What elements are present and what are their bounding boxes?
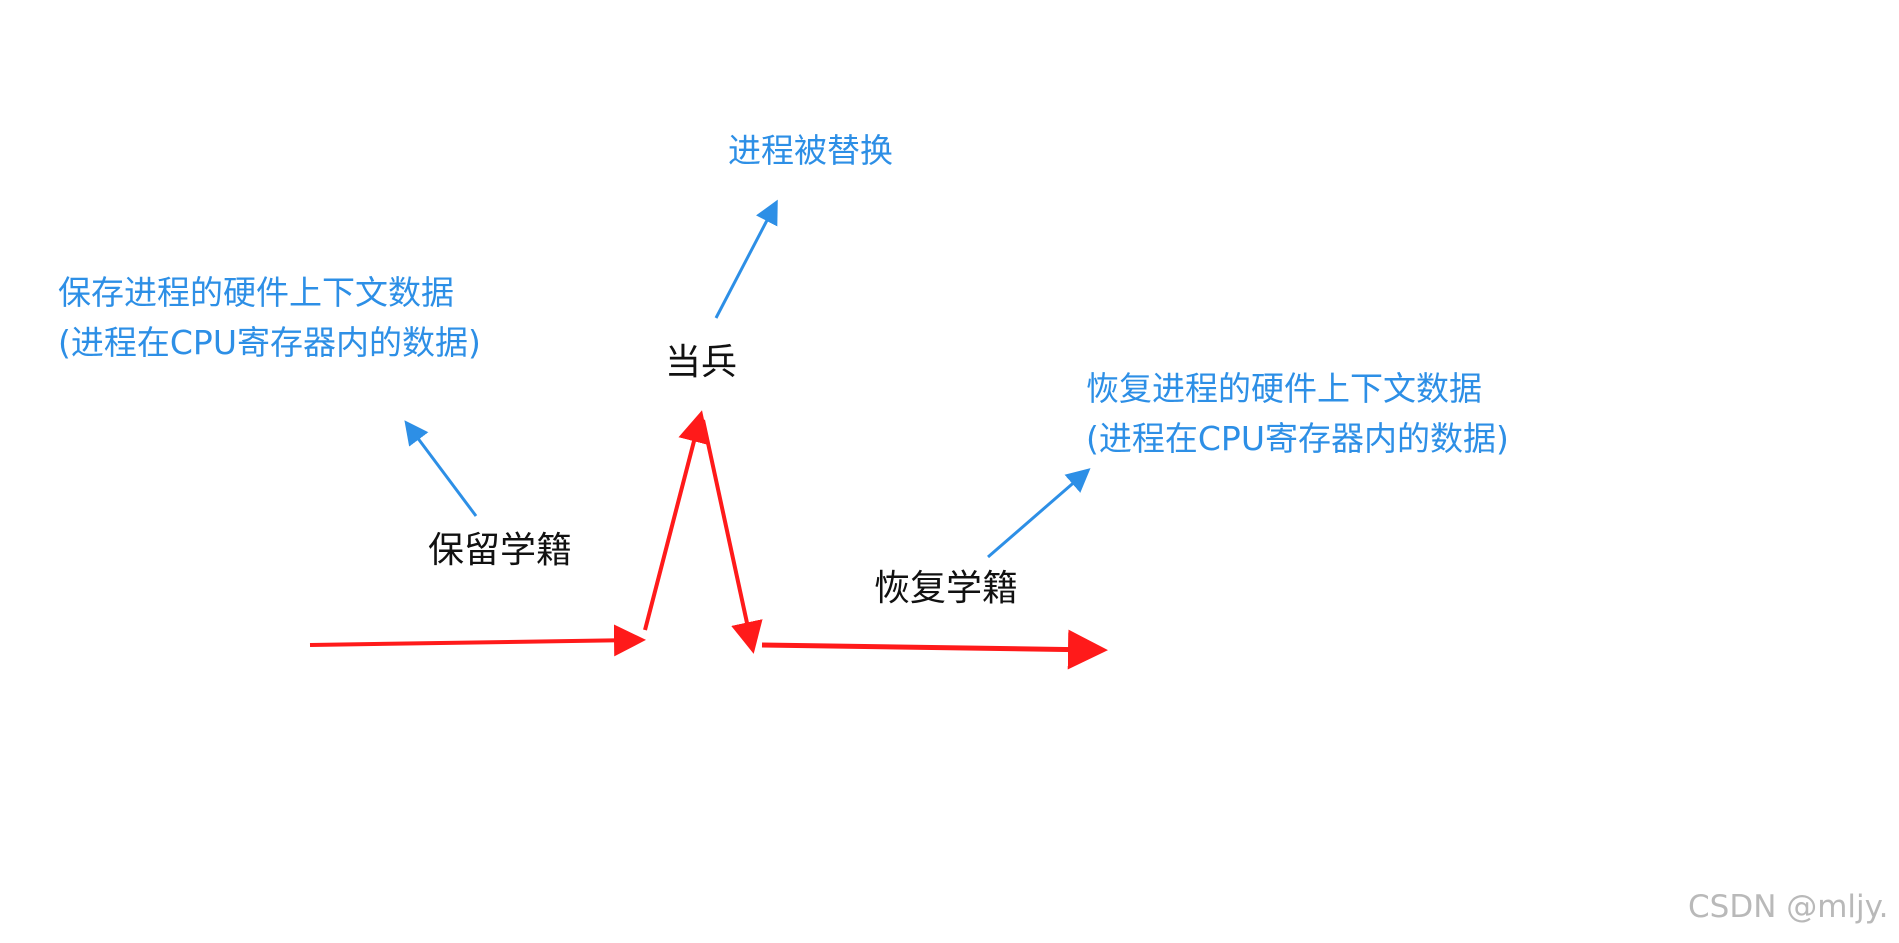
blue-arrow-to-save	[404, 420, 478, 517]
label-process-replaced: 进程被替换	[728, 131, 893, 170]
label-restore-context-line2: (进程在CPU寄存器内的数据)	[1086, 419, 1509, 458]
watermark: CSDN @mljy.	[1688, 889, 1889, 925]
label-soldier: 当兵	[665, 342, 738, 383]
label-save-context-line2: (进程在CPU寄存器内的数据)	[58, 323, 481, 362]
blue-arrow-to-restore	[987, 468, 1091, 559]
red-arrow-down	[701, 419, 763, 654]
label-keep-status: 保留学籍	[428, 530, 573, 571]
red-arrow-resumed	[761, 629, 1108, 670]
label-restore-context-line1: 恢复进程的硬件上下文数据	[1086, 369, 1482, 408]
red-arrow-running	[309, 624, 646, 657]
blue-arrow-to-replaced	[714, 199, 778, 319]
red-arrow-up	[643, 410, 710, 631]
label-save-context-line1: 保存进程的硬件上下文数据	[58, 273, 454, 312]
label-restore-status: 恢复学籍	[874, 568, 1019, 609]
